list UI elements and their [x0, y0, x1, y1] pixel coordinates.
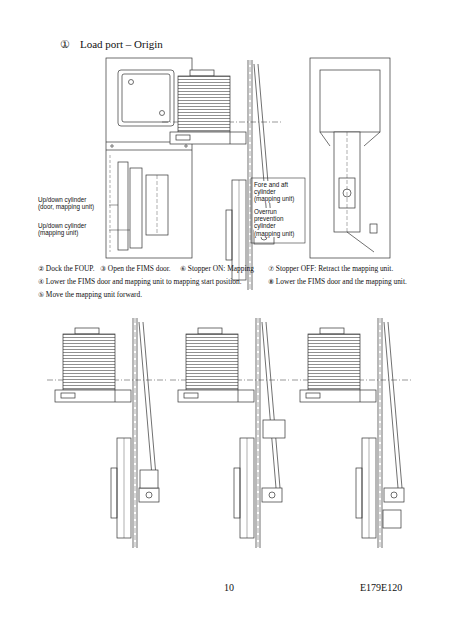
page-heading: Load port – Origin — [80, 38, 163, 51]
part-label: Fore and aft cylinder (mapping unit) — [254, 181, 303, 203]
page-number: 10 — [224, 582, 234, 594]
step-text: ⑤ Move the mapping unit forward. — [38, 291, 142, 300]
step-text: ② Dock the FOUP. — [38, 265, 95, 274]
step-text: ⑥ Stopper ON: Mapping — [180, 265, 254, 274]
document-code: E179E120 — [360, 582, 402, 594]
part-label: Up/down cylinder (mapping unit) — [38, 222, 104, 236]
step-text: ④ Lower the FIMS door and mapping unit t… — [38, 278, 241, 287]
step-number: ① — [60, 38, 70, 51]
part-label: Up/down cylinder (door, mapping unit) — [38, 196, 104, 210]
step-text: ③ Open the FIMS door. — [100, 265, 171, 274]
step-text: ⑧ Lower the FIMS door and the mapping un… — [268, 278, 407, 287]
part-label: Overrun prevention cylinder (mapping uni… — [254, 208, 303, 237]
step-text: ⑦ Stopper OFF: Retract the mapping unit. — [268, 265, 393, 274]
